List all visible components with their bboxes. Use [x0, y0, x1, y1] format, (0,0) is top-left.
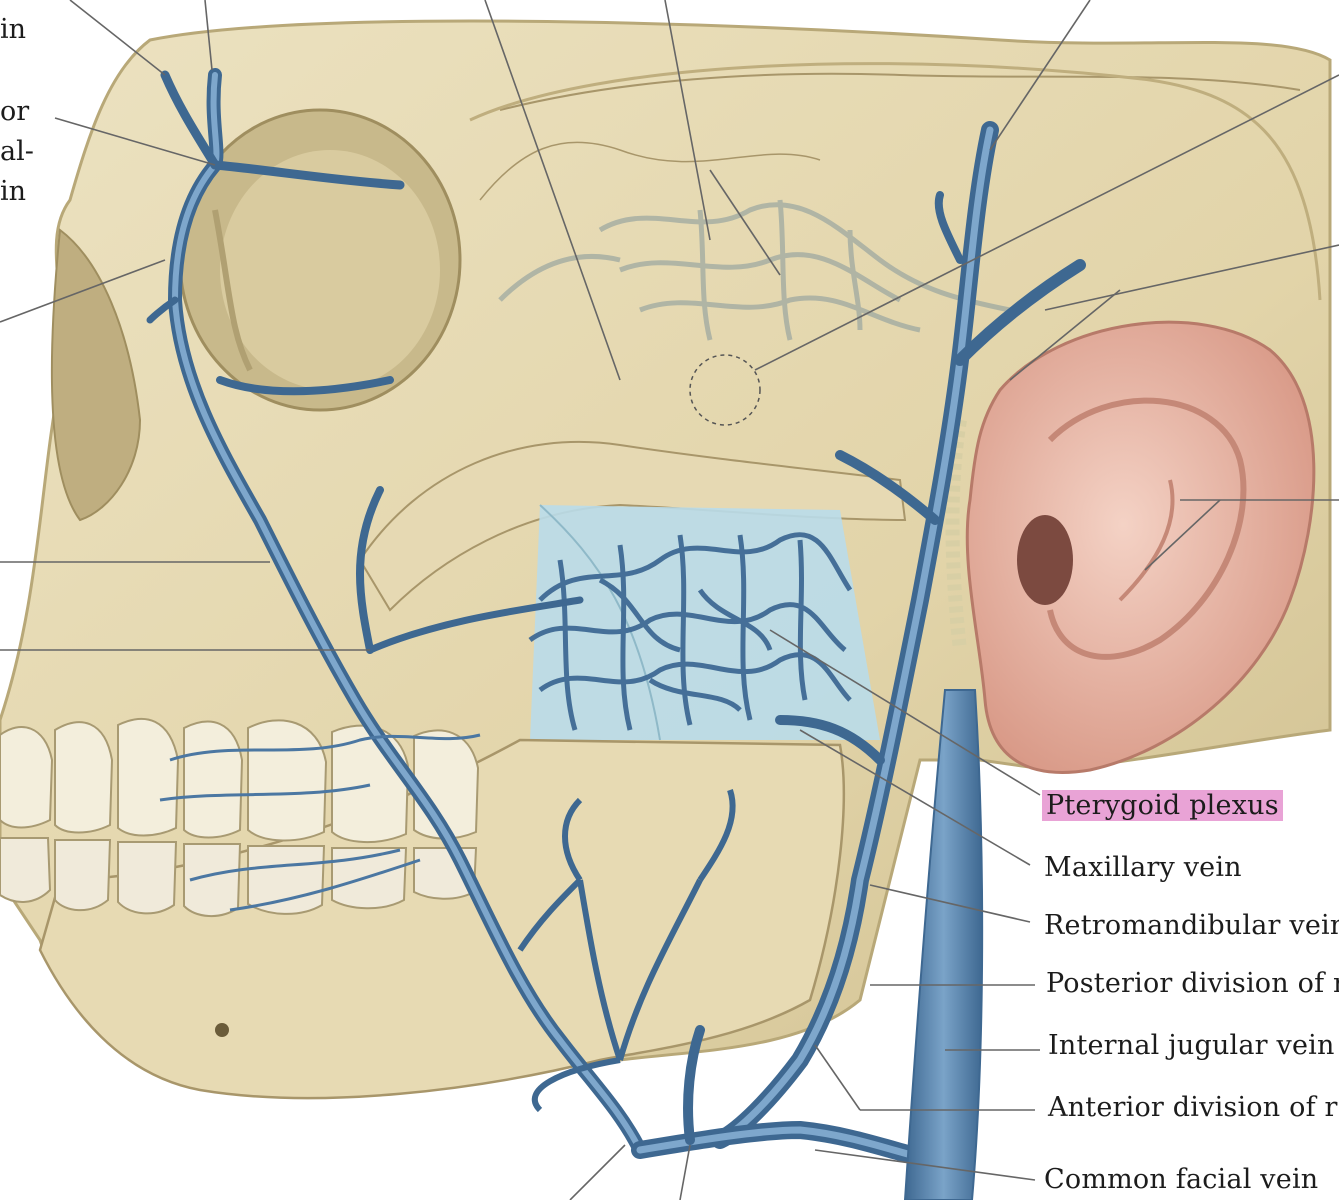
facial-vein [146, 68, 647, 1157]
label-common-facial-vein: Common facial vein [1044, 1164, 1319, 1195]
left-fragment-4: in [0, 176, 27, 207]
nasal-aperture [50, 228, 142, 522]
ear-canal [1017, 515, 1073, 605]
mandibular-veins [517, 789, 736, 1113]
infratemporal-fossa [530, 505, 880, 740]
mental-foramen [215, 1023, 229, 1037]
label-retromandibular-vein: Retromandibular vein [1044, 910, 1339, 941]
label-internal-jugular-vein: Internal jugular vein [1048, 1030, 1335, 1061]
suture-line [479, 141, 821, 201]
label-maxillary-vein: Maxillary vein [1044, 852, 1242, 883]
left-fragment-2: or [0, 96, 30, 127]
left-fragment-1: in [0, 14, 27, 45]
left-fragment-3: al- [0, 136, 34, 167]
label-posterior-division: Posterior division of r [1046, 968, 1339, 999]
suture-line [499, 72, 1301, 111]
pterygoid-plexus-network [528, 532, 853, 731]
temporal-outline [469, 62, 1322, 301]
common-facial-vein [631, 1025, 939, 1169]
deep-plexus [498, 199, 1011, 341]
label-anterior-division: Anterior division of r [1048, 1092, 1338, 1123]
labial-veins [159, 733, 481, 912]
foramen-ovale-marker [689, 354, 761, 426]
label-pterygoid-plexus: Pterygoid plexus [1042, 790, 1283, 821]
retromandibular-vein [711, 121, 1086, 1149]
